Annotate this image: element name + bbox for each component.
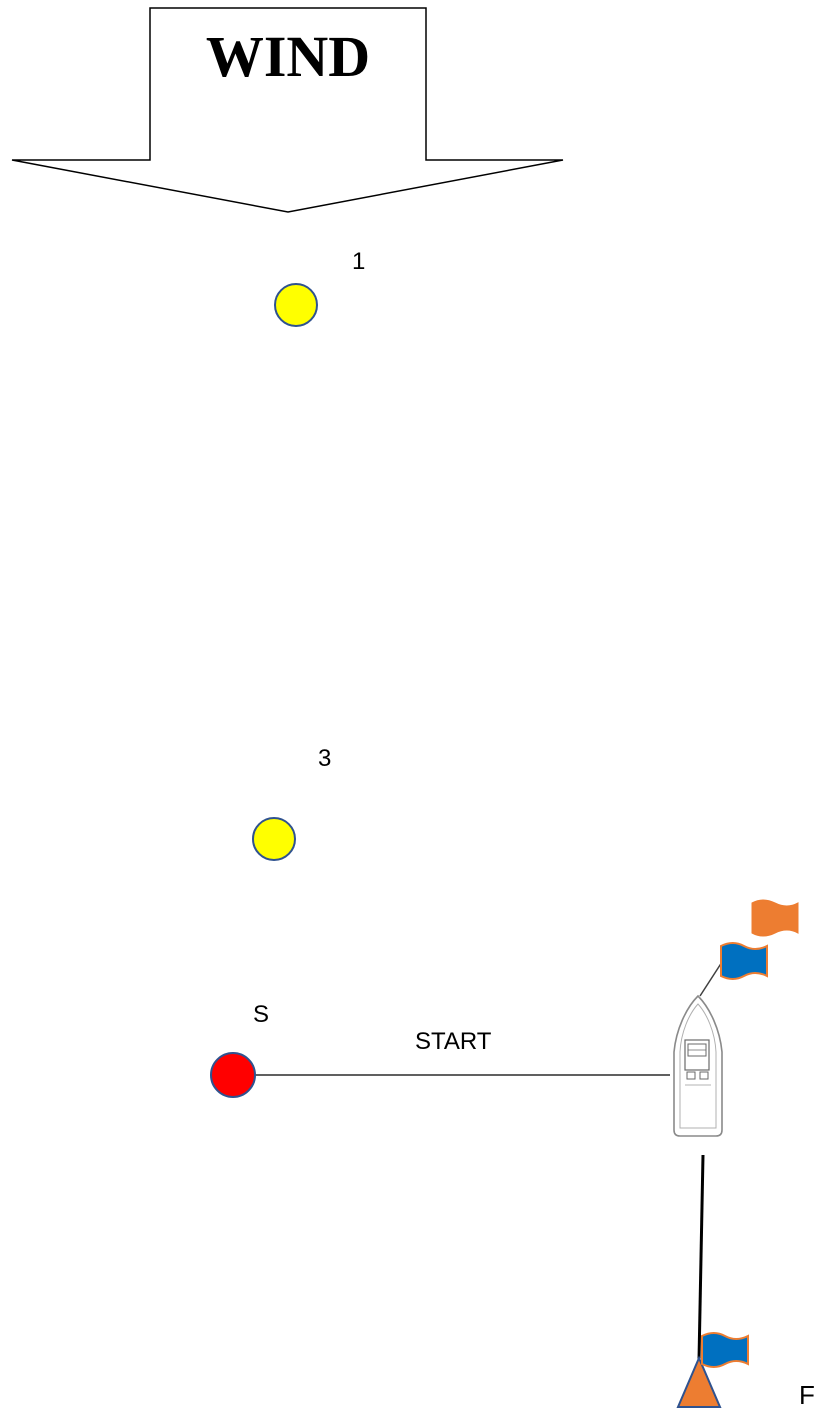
start-mark-buoy (211, 1053, 255, 1097)
boat-flag-staff (700, 962, 722, 996)
wind-label: WIND (150, 28, 426, 86)
mark-1-label: 1 (352, 250, 365, 274)
blue-flag-icon (721, 943, 767, 979)
start-mark-label: S (253, 1003, 269, 1027)
finish-label: F (799, 1382, 815, 1408)
mark-3-buoy (253, 818, 295, 860)
start-line-label: START (415, 1030, 491, 1054)
orange-flag-icon (752, 900, 798, 936)
mark-1-buoy (275, 284, 317, 326)
finish-blue-flag-icon (702, 1333, 748, 1367)
mark-3-label: 3 (318, 747, 331, 771)
finish-line (699, 1155, 703, 1360)
committee-boat-icon (674, 996, 722, 1136)
